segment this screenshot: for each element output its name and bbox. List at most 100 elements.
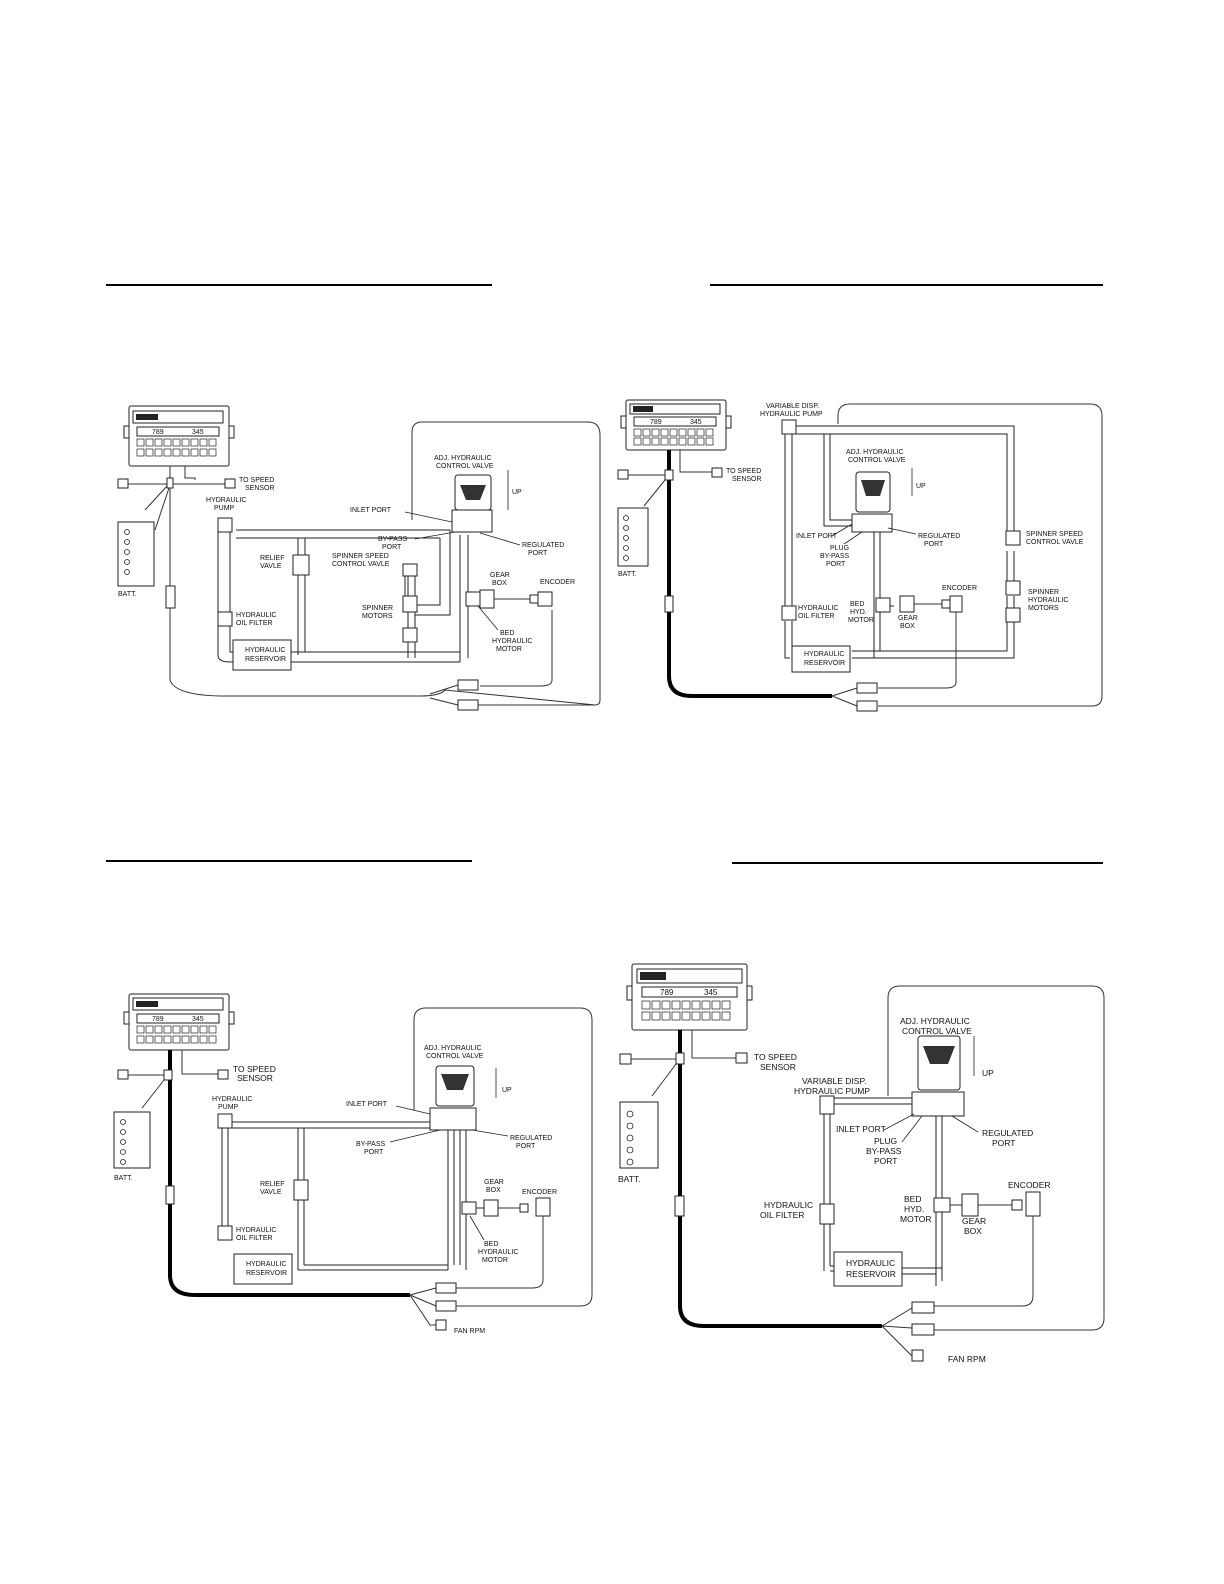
diagram-label: PORT — [364, 1149, 384, 1156]
diagram-1-svg: 789 345 TO SPEED SENSOR BATT. HYDRAULIC … — [117, 405, 601, 711]
fan-rpm-connector — [911, 1349, 924, 1362]
hydraulic-reservoir — [833, 1251, 903, 1287]
diagram-label: MOTOR — [848, 617, 874, 624]
up-label: UP — [502, 1087, 512, 1094]
diagram-label: SENSOR — [760, 1062, 796, 1072]
plug-bypass-label: PLUG — [874, 1136, 897, 1146]
hydraulic-pump-label: HYDRAULIC — [212, 1096, 252, 1103]
display-value-1: 789 — [152, 429, 164, 436]
up-label: UP — [512, 489, 522, 496]
hydraulic-reservoir — [232, 639, 292, 671]
oil-filter — [781, 605, 797, 621]
bed-motor-label: BED — [500, 630, 514, 637]
control-console: 789 345 — [123, 993, 235, 1051]
up-label: UP — [916, 483, 926, 490]
diagram-label: OIL FILTER — [798, 613, 835, 620]
diagram-label: PUMP — [218, 1104, 239, 1111]
oil-filter — [819, 1203, 835, 1225]
bed-motor-label: BED — [904, 1194, 921, 1204]
diagram-label: RESERVOIR — [804, 660, 845, 667]
diagram-label: CONTROL VALVE — [902, 1026, 972, 1036]
control-valve-body — [911, 1091, 965, 1117]
diagram-label: HYDRAULIC PUMP — [794, 1086, 870, 1096]
diagram-label: PORT — [992, 1138, 1015, 1148]
spinner-valve-label: SPINNER SPEED — [1026, 531, 1083, 538]
diagram-label: BOX — [900, 623, 915, 630]
relief-valve — [292, 554, 310, 576]
diagram-label: PORT — [516, 1143, 536, 1150]
to-speed-sensor-label: TO SPEED — [726, 468, 761, 475]
oil-filter-label: HYDRAULIC — [236, 1227, 276, 1234]
diagram-panel-3: 789 345 TO SPEED SENSOR BATT. FAN RPM HY… — [100, 990, 610, 1350]
gear-box-label: GEAR — [898, 615, 918, 622]
batt-label: BATT. — [114, 1175, 133, 1182]
spinner-speed-valve — [402, 563, 418, 577]
bed-hydraulic-motor — [465, 591, 481, 607]
gear-box — [479, 589, 495, 609]
display-value-2: 345 — [192, 429, 204, 436]
display-value-2: 345 — [690, 419, 702, 426]
diagram-label: PUMP — [214, 505, 235, 512]
encoder — [535, 1197, 551, 1217]
diagram-label: CONTROL VALVE — [436, 463, 494, 470]
diagram-label: SENSOR — [732, 476, 762, 483]
diagram-label: BOX — [964, 1226, 982, 1236]
diagram-label: BOX — [492, 580, 507, 587]
regulated-port-label: REGULATED — [522, 542, 564, 549]
spinner-motors-label: SPINNER — [362, 605, 393, 612]
diagram-label: BOX — [486, 1187, 501, 1194]
diagram-label: PORT — [528, 550, 548, 557]
fan-rpm-label: FAN RPM — [948, 1354, 986, 1364]
inlet-port-label: INLET PORT — [796, 533, 838, 540]
diagram-panel-1: 789 345 TO SPEED SENSOR BATT. HYDRAULIC … — [100, 400, 610, 720]
batt-label: BATT. — [618, 571, 637, 578]
oil-filter-label: HYDRAULIC — [236, 612, 276, 619]
display-value-2: 345 — [192, 1016, 204, 1023]
bed-motor-label: BED — [484, 1241, 498, 1248]
control-valve-label: ADJ. HYDRAULIC — [846, 449, 904, 456]
gear-box-label: GEAR — [484, 1179, 504, 1186]
diagram-label: CONTROL VALVE — [426, 1053, 484, 1060]
spinner-motor-1 — [402, 595, 418, 613]
display-value-1: 789 — [660, 988, 674, 997]
bed-motor-label: BED — [850, 601, 864, 608]
plug-bypass-label: PLUG — [830, 545, 849, 552]
title-rule-bottom-right — [732, 862, 1103, 864]
diagram-label: PORT — [874, 1156, 897, 1166]
diagram-label: RESERVOIR — [245, 656, 286, 663]
connector — [117, 478, 129, 489]
up-label: UP — [982, 1068, 994, 1078]
diagram-label: HYD. — [850, 609, 867, 616]
diagram-label: BY-PASS — [820, 553, 850, 560]
to-speed-sensor-label: TO SPEED — [239, 477, 274, 484]
encoder-label: ENCODER — [942, 585, 977, 592]
oil-filter — [217, 1225, 233, 1241]
regulated-port-label: REGULATED — [918, 533, 960, 540]
diagram-label: PORT — [826, 561, 846, 568]
to-speed-sensor-label: TO SPEED — [233, 1064, 276, 1074]
regulated-port-label: REGULATED — [982, 1128, 1033, 1138]
oil-filter-label: HYDRAULIC — [798, 605, 838, 612]
reservoir-label: HYDRAULIC — [245, 647, 285, 654]
control-valve-body — [851, 513, 893, 533]
diagram-label: MOTORS — [1028, 605, 1059, 612]
spinner-speed-valve-label: SPINNER SPEED — [332, 553, 389, 560]
control-valve-body — [451, 509, 493, 533]
diagram-label: BY-PASS — [866, 1146, 902, 1156]
battery — [617, 507, 649, 567]
gear-box-label: GEAR — [962, 1216, 986, 1226]
diagram-label: PORT — [924, 541, 944, 548]
hydraulic-pump — [217, 1113, 233, 1129]
control-valve-label: ADJ. HYDRAULIC — [434, 455, 492, 462]
title-rule-bottom-left — [106, 860, 472, 862]
control-valve-label: ADJ. HYDRAULIC — [424, 1045, 482, 1052]
spinner-motors-label: SPINNER — [1028, 589, 1059, 596]
regulated-port-label: REGULATED — [510, 1135, 552, 1142]
speed-sensor-connector — [224, 478, 236, 489]
diagram-3-svg: 789 345 TO SPEED SENSOR BATT. FAN RPM HY… — [113, 993, 593, 1335]
variable-pump-label: VARIABLE DISP. — [802, 1076, 866, 1086]
hydraulic-pump-label: HYDRAULIC — [206, 497, 246, 504]
diagram-label: CONTROL VALVE — [848, 457, 906, 464]
spinner-motor-2 — [402, 627, 418, 643]
oil-filter — [217, 611, 233, 627]
